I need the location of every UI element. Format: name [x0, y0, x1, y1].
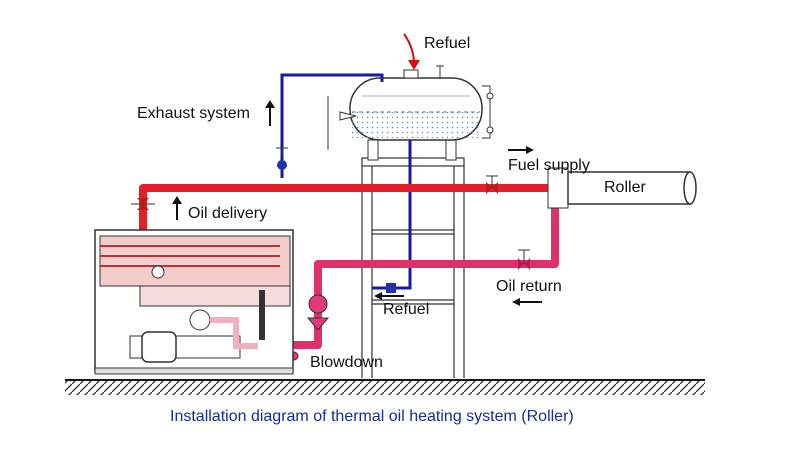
refuel-bottom-label: Refuel: [383, 301, 429, 318]
oil-line-valves: [131, 175, 530, 361]
oil-delivery-arrow: [172, 196, 182, 220]
exhaust-arrow: [265, 100, 275, 126]
oil-delivery-line: [139, 184, 555, 232]
oil-return-arrow: [512, 298, 542, 306]
ground: [65, 379, 705, 395]
fuel-supply-arrow: [508, 146, 534, 154]
fuel-supply-label: Fuel supply: [508, 157, 590, 174]
exhaust-label: Exhaust system: [137, 105, 250, 122]
oil-return-label: Oil return: [496, 278, 562, 295]
refuel-bottom-arrow: [374, 292, 404, 300]
tank-support-stand: [361, 157, 465, 378]
oil-delivery-label: Oil delivery: [188, 205, 267, 222]
refuel-top-arrow: [403, 33, 420, 70]
blowdown-label: Blowdown: [310, 354, 383, 371]
expansion-tank: [327, 65, 494, 161]
roller: [547, 167, 697, 209]
fuel-line-valves: [276, 147, 396, 293]
heater-unit: [94, 229, 294, 375]
oil-return-line: [258, 188, 559, 349]
diagram-caption: Installation diagram of thermal oil heat…: [170, 408, 574, 425]
refuel-top-label: Refuel: [424, 35, 470, 52]
roller-label: Roller: [604, 179, 646, 196]
